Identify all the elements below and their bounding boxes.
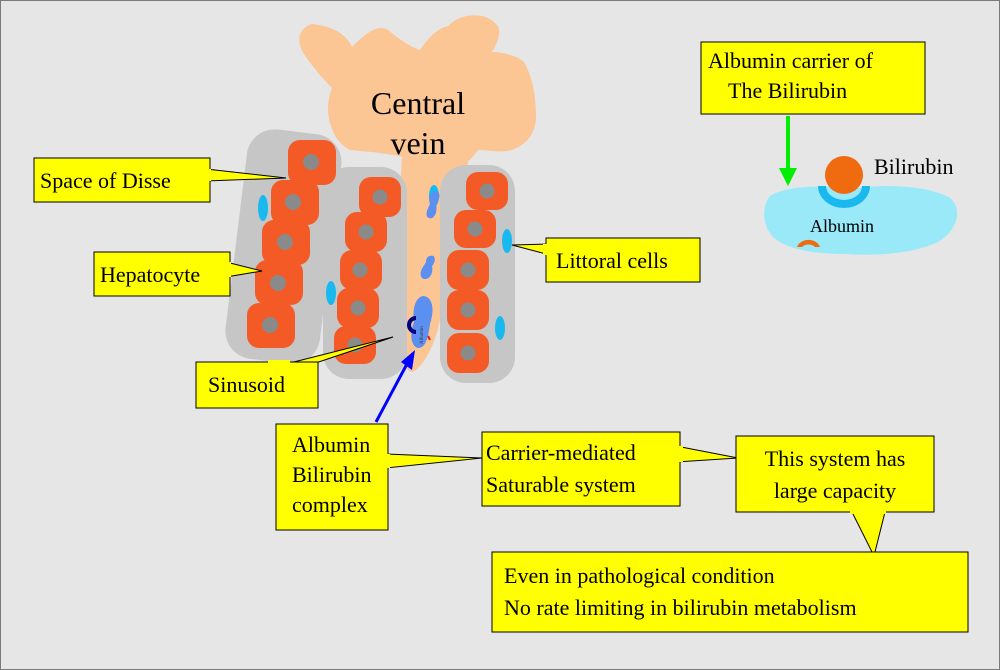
nucleus — [460, 302, 476, 318]
nucleus — [270, 275, 286, 291]
nucleus — [467, 221, 483, 237]
callout-capacity-pointer — [849, 507, 887, 558]
hepatocyte-label: Hepatocyte — [100, 262, 200, 287]
space-of-disse-label: Space of Disse — [40, 168, 171, 193]
pathological-label-line1: Even in pathological condition — [504, 563, 775, 588]
hepatocyte-column-left — [247, 140, 336, 348]
callout-albumin-carrier — [700, 41, 926, 115]
blue-arrow — [374, 350, 415, 423]
sinusoid-label: Sinusoid — [208, 372, 285, 397]
callout-carrier-pointer — [675, 445, 739, 463]
callout-space-of-disse — [33, 157, 211, 203]
central-vein-label-line2: vein — [390, 125, 445, 161]
albumin-blob — [420, 255, 435, 280]
albumin-blob — [426, 191, 440, 219]
pathological-label-line2: No rate limiting in bilirubin metabolism — [504, 595, 857, 620]
bilirubin-mark-small — [427, 335, 431, 341]
carrier-label-line2: Saturable system — [486, 472, 636, 497]
bilirubin-mark — [407, 316, 417, 334]
callout-littoral-cells — [545, 237, 701, 283]
nucleus — [262, 317, 278, 333]
nucleus — [303, 154, 319, 170]
littoral-cell — [326, 281, 336, 305]
littoral-cells-label: Littoral cells — [556, 248, 668, 273]
complex-label-line1: Albumin — [292, 432, 370, 457]
littoral-cell — [495, 316, 505, 340]
nucleus — [479, 183, 495, 199]
green-arrow — [779, 116, 797, 186]
capacity-label-line2: large capacity — [774, 478, 896, 503]
albumin-cup — [818, 186, 870, 208]
callout-albumin-bilirubin-complex — [275, 423, 389, 531]
nucleus — [460, 262, 476, 278]
callout-pathological — [491, 551, 969, 633]
albumin-carrier-label-line1: Albumin carrier of — [708, 48, 874, 73]
bilirubin-ball — [825, 156, 863, 194]
albumin-blobs — [411, 191, 440, 348]
nucleus — [285, 194, 301, 210]
bilirubin-small-arc — [797, 239, 820, 247]
callout-large-capacity — [735, 435, 935, 513]
albumin-bilirubin-blob — [411, 296, 433, 348]
albumin-tiny-label: Albumin — [420, 326, 425, 344]
littoral-cell — [258, 195, 268, 221]
capacity-label-line1: This system has — [765, 446, 906, 471]
albumin-label: Albumin — [810, 216, 874, 236]
callout-complex-pointer — [385, 453, 483, 469]
central-vein — [299, 15, 536, 162]
callout-carrier-mediated — [481, 431, 681, 507]
hepatocyte-column-middle — [334, 177, 401, 364]
nucleus — [277, 234, 293, 250]
albumin-pool — [764, 186, 958, 255]
central-vein-label-line1: Central — [371, 85, 465, 121]
complex-label-line2: Bilirubin — [292, 462, 371, 487]
bilirubin-label: Bilirubin — [874, 154, 953, 179]
nucleus — [358, 224, 374, 240]
callout-sinusoid — [195, 361, 319, 409]
nucleus — [460, 345, 476, 361]
carrier-label-line1: Carrier-mediated — [486, 440, 636, 465]
complex-label-line3: complex — [292, 492, 368, 517]
littoral-cell — [502, 229, 512, 253]
callout-hepatocyte — [93, 251, 231, 297]
nucleus — [372, 189, 388, 205]
albumin-carrier-label-line2: The Bilirubin — [728, 78, 847, 103]
nucleus — [350, 300, 366, 316]
nucleus — [352, 262, 368, 278]
hepatocyte-column-right — [447, 172, 508, 373]
